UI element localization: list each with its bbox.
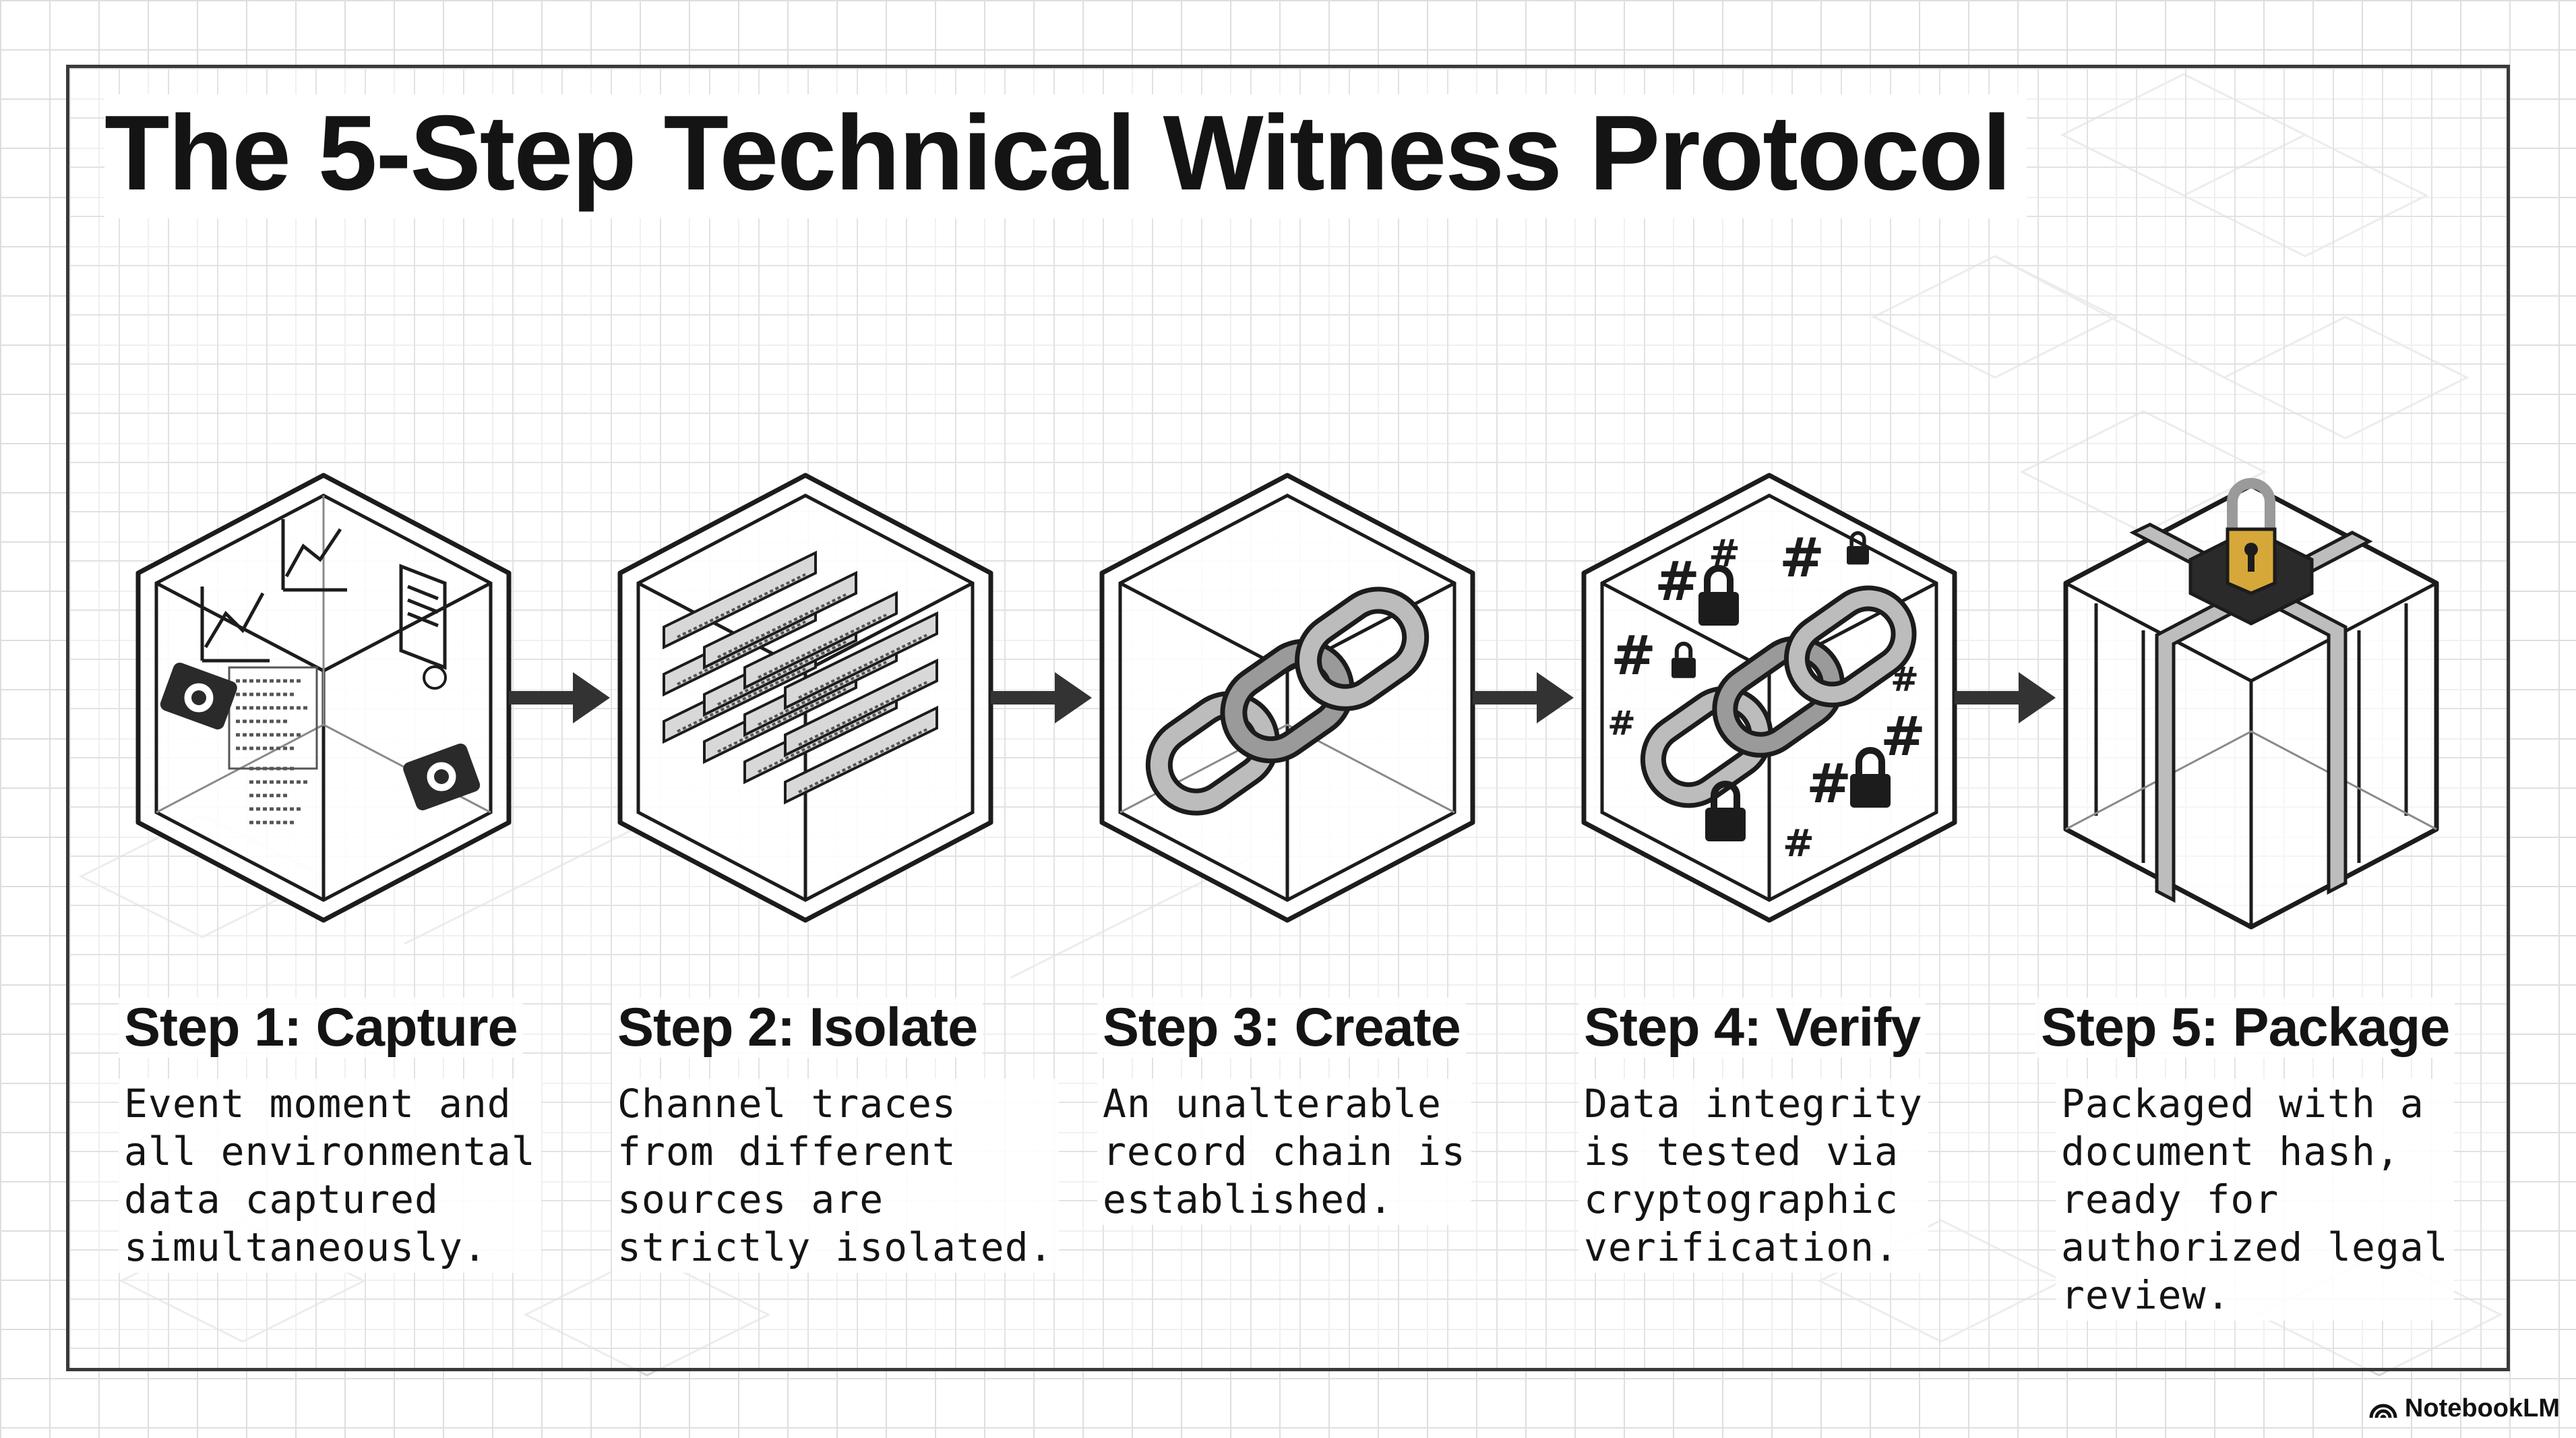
footer-brand: NotebookLM — [2368, 1394, 2560, 1423]
step-3-description: An unalterable record chain is establish… — [1097, 1079, 1471, 1225]
svg-text:#: # — [1655, 550, 1700, 613]
svg-text:#: # — [1880, 705, 1926, 768]
svg-text:#: # — [1783, 822, 1814, 866]
svg-text:#: # — [1891, 660, 1919, 699]
footer-brand-label: NotebookLM — [2404, 1394, 2560, 1422]
page-title: The 5-Step Technical Witness Protocol — [104, 94, 2027, 218]
chain-cube-icon — [1099, 473, 1475, 923]
svg-text:#: # — [1779, 527, 1824, 589]
isolation-cube-icon — [617, 473, 993, 923]
svg-text:#: # — [1607, 704, 1636, 743]
step-2-description: Channel traces from different sources ar… — [612, 1079, 1059, 1273]
arrow-right-icon — [991, 672, 1092, 723]
step-2-heading: Step 2: Isolate — [612, 998, 983, 1058]
step-5-description: Packaged with a document hash, ready for… — [2056, 1079, 2454, 1321]
hash-lock-cube-icon: # # # # # # # # # — [1581, 473, 1957, 923]
arrow-right-icon — [1955, 672, 2056, 723]
svg-text:#: # — [1806, 752, 1851, 815]
step-5-heading: Step 5: Package — [2035, 998, 2455, 1058]
svg-text:#: # — [1611, 624, 1656, 687]
step-1-description: Event moment and all environmental data … — [119, 1079, 541, 1273]
capture-cube-icon — [135, 473, 512, 923]
arrow-right-icon — [1473, 672, 1574, 723]
step-1-heading: Step 1: Capture — [119, 998, 523, 1058]
step-3-heading: Step 3: Create — [1097, 998, 1466, 1058]
locked-package-icon — [2063, 478, 2439, 930]
step-4-heading: Step 4: Verify — [1578, 998, 1926, 1058]
arrow-right-icon — [509, 672, 610, 723]
step-4-description: Data integrity is tested via cryptograph… — [1578, 1079, 1928, 1273]
notebooklm-logo-icon — [2369, 1404, 2397, 1418]
